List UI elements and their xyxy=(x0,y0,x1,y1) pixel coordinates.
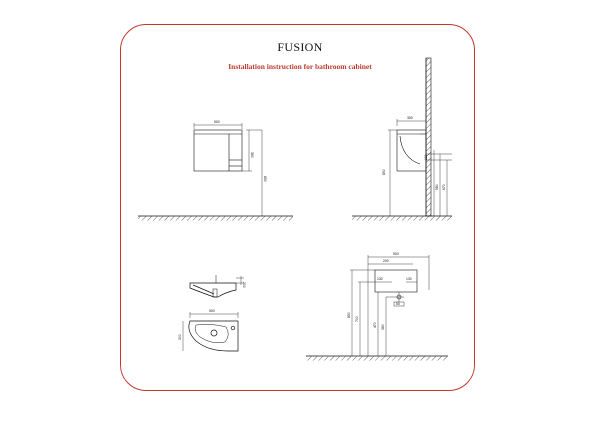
side-mount-label: 850 xyxy=(382,169,386,175)
plumbing-left-offset-label: 130 xyxy=(377,277,383,281)
front-width-label: 500 xyxy=(214,120,220,124)
front-view xyxy=(138,123,293,221)
basin-width-label: 500 xyxy=(209,309,215,313)
side-wall xyxy=(425,57,432,217)
basin-top-view xyxy=(182,312,239,352)
side-b-label: 580 xyxy=(435,184,439,190)
basin-depth-label: 300 xyxy=(178,334,182,340)
plumbing-h3-label: 470 xyxy=(373,322,377,328)
drain-hole xyxy=(210,329,218,337)
tap-hole xyxy=(230,325,236,331)
basin-top-outline xyxy=(188,320,239,352)
basin-section-label: 200 xyxy=(242,282,246,288)
front-height-label: 360 xyxy=(250,152,254,158)
side-a-label: 110 xyxy=(424,154,428,160)
drawing-frame xyxy=(120,24,475,391)
plumbing-pipe-label: 50 xyxy=(396,302,400,306)
plumbing-h2-label: 700 xyxy=(355,316,359,322)
plumbing-floor-hatch xyxy=(306,356,448,361)
plumbing-right-offset-label: 130 xyxy=(406,277,412,281)
front-mount-label: 850 xyxy=(263,176,267,182)
plumbing-view xyxy=(306,255,448,361)
plumbing-cabinet xyxy=(374,269,418,293)
front-cabinet xyxy=(193,129,243,172)
basin-section xyxy=(189,275,244,298)
front-floor-hatch xyxy=(138,216,293,221)
basin-section-outline xyxy=(189,282,237,298)
side-view xyxy=(352,57,452,221)
plumbing-h1-label: 850 xyxy=(347,312,351,318)
side-cabinet xyxy=(396,129,427,172)
instruction-subtitle: Installation instruction for bathroom ca… xyxy=(228,62,372,71)
plumbing-overall-label: 500 xyxy=(393,252,399,256)
side-c-label: 670 xyxy=(442,184,446,190)
side-floor-hatch xyxy=(352,216,452,221)
brand-title: FUSION xyxy=(277,40,323,54)
plumbing-sub-label: 200 xyxy=(383,259,389,263)
plumbing-h4-label: 360 xyxy=(381,324,385,330)
side-depth-label: 300 xyxy=(407,116,413,120)
